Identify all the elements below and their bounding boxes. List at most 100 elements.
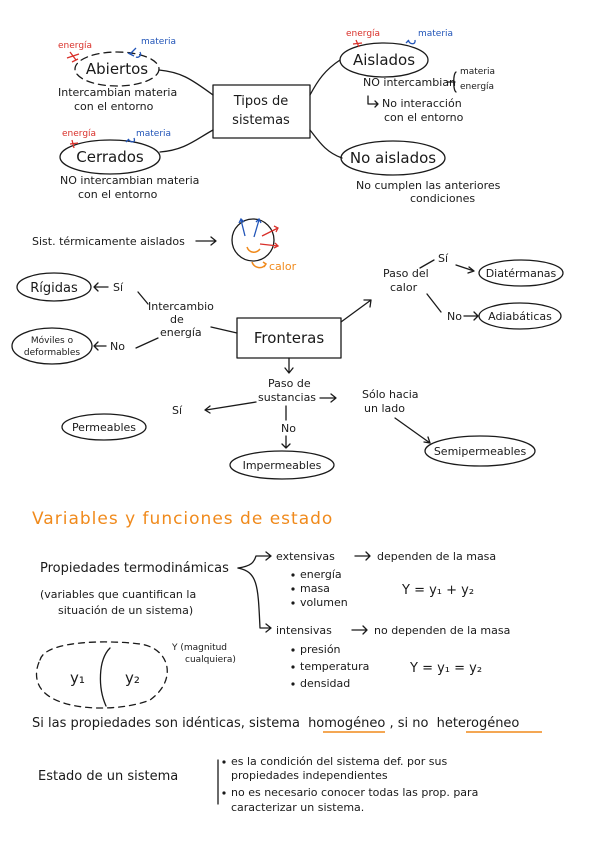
abiertos-energia-arrows-icon bbox=[66, 51, 80, 63]
heterogeneo-word: heterogéneo bbox=[437, 716, 520, 731]
bullet-estado-2 bbox=[222, 791, 226, 795]
connector-diatermanas bbox=[419, 259, 435, 269]
arrow-solo-hacia-icon bbox=[319, 393, 337, 403]
cerrados-materia: materia bbox=[136, 129, 171, 139]
ext-formula: Y = y₁ + y₂ bbox=[401, 583, 474, 598]
connector-intercambio bbox=[210, 326, 238, 334]
variables-title: Variables y funciones de estado bbox=[32, 509, 333, 529]
connector-abiertos bbox=[158, 69, 214, 96]
si-permeables: Sí bbox=[172, 404, 183, 417]
arrow-rigidas-icon bbox=[93, 282, 109, 292]
tipos-label-1: Tipos de bbox=[233, 94, 289, 109]
system-divider bbox=[99, 647, 111, 707]
bullet-densidad bbox=[291, 682, 295, 686]
abiertos-desc-2: con el entorno bbox=[74, 100, 154, 113]
tipos-label-2: sistemas bbox=[232, 113, 290, 128]
arrow-permeables-icon bbox=[204, 401, 257, 414]
aislados-desc2-2: con el entorno bbox=[384, 111, 464, 124]
abiertos-materia-arrows-icon bbox=[127, 47, 142, 58]
connector-aislados bbox=[309, 59, 341, 96]
aislados-energia-arrows-icon bbox=[352, 39, 363, 48]
aislados-materia-arrow-icon bbox=[405, 39, 416, 45]
cerrados-materia-arrow-icon bbox=[125, 137, 136, 143]
arrow-moviles-icon bbox=[93, 341, 107, 351]
connector-cerrados bbox=[159, 129, 214, 153]
intercambio-3: energía bbox=[160, 326, 202, 339]
homogeneo-word: homogéneo bbox=[308, 716, 385, 731]
abiertos-desc-1: Intercambian materia bbox=[58, 86, 177, 99]
cerrados-energia-arrows-icon bbox=[69, 139, 79, 149]
permeables-label: Permeables bbox=[72, 421, 136, 434]
semipermeables-ellipse bbox=[424, 435, 536, 467]
impermeables-ellipse bbox=[229, 450, 335, 480]
ext-item-masa: masa bbox=[300, 582, 330, 595]
arrow-diatermanas-icon bbox=[455, 264, 475, 274]
connector-adiabaticas bbox=[426, 293, 442, 313]
y-mag-1: Y (magnitud bbox=[171, 643, 227, 653]
solo-hacia-1: Sólo hacia bbox=[362, 388, 419, 401]
si-rigidas: Sí bbox=[113, 281, 124, 294]
arrow-paso-calor-icon bbox=[340, 299, 372, 323]
int-item-densidad: densidad bbox=[300, 677, 350, 690]
diatermanas-label: Diatérmanas bbox=[486, 267, 557, 280]
paso-sust-2: sustancias bbox=[258, 391, 316, 404]
homog-line: Si las propiedades son idénticas, sistem… bbox=[32, 716, 519, 731]
no-moviles: No bbox=[110, 340, 125, 353]
paso-calor-2: calor bbox=[390, 281, 418, 294]
bullet-energia bbox=[291, 573, 295, 577]
moviles-label-1: Móviles o bbox=[31, 335, 74, 346]
homog-mid: , si no bbox=[389, 716, 428, 731]
fronteras-label: Fronteras bbox=[254, 329, 325, 347]
int-item-presion: presión bbox=[300, 643, 341, 656]
bullet-masa bbox=[291, 587, 295, 591]
paren-2: situación de un sistema) bbox=[58, 604, 193, 617]
solo-hacia-2: un lado bbox=[364, 402, 405, 415]
termico-arrow-icon bbox=[195, 236, 217, 246]
variables-section: Variables y funciones de estado Propieda… bbox=[32, 509, 542, 814]
no-impermeables: No bbox=[281, 422, 296, 435]
semipermeables-label: Semipermeables bbox=[434, 445, 527, 458]
aislados-label: Aislados bbox=[353, 51, 415, 69]
bullet-estado-1 bbox=[222, 760, 226, 764]
tipos-box bbox=[212, 84, 311, 139]
bracket-extensivas-icon bbox=[237, 551, 272, 569]
rigidas-label: Rígidas bbox=[30, 281, 78, 296]
tipos-sistemas-section: Tipos de sistemas Abiertos energía mater… bbox=[58, 29, 501, 205]
no-aislados-desc-2: condiciones bbox=[410, 192, 475, 205]
ext-item-volumen: volumen bbox=[300, 596, 348, 609]
aislados-bracket bbox=[446, 71, 457, 93]
intercambio-2: de bbox=[170, 313, 184, 326]
rigidas-ellipse bbox=[16, 272, 92, 302]
estado-label: Estado de un sistema bbox=[38, 769, 178, 784]
paso-sust-1: Paso de bbox=[268, 377, 311, 390]
bracket-intensivas-icon bbox=[237, 567, 272, 633]
aislados-ellipse bbox=[339, 42, 429, 78]
y2-label: y₂ bbox=[125, 669, 140, 687]
bullet-volumen bbox=[291, 601, 295, 605]
permeables-ellipse bbox=[61, 413, 147, 441]
homog-prefix: Si las propiedades son idénticas, sistem… bbox=[32, 716, 300, 731]
estado-item-2: propiedades independientes bbox=[231, 769, 388, 782]
cerrados-ellipse bbox=[59, 139, 161, 175]
intensivas-label: intensivas bbox=[276, 624, 332, 637]
calor-label: calor bbox=[269, 260, 297, 273]
impermeables-label: Impermeables bbox=[243, 459, 322, 472]
aislados-materia: materia bbox=[418, 29, 453, 39]
aislados-desc2-1: No interacción bbox=[382, 97, 462, 110]
bullet-presion bbox=[291, 648, 295, 652]
cerrados-desc-2: con el entorno bbox=[78, 188, 158, 201]
aislados-bracket-2: energía bbox=[460, 82, 494, 92]
termico-label: Sist. térmicamente aislados bbox=[32, 235, 185, 248]
arrow-adiabaticas-icon bbox=[463, 311, 479, 321]
bullet-temperatura bbox=[291, 665, 295, 669]
estado-item-4: caracterizar un sistema. bbox=[231, 801, 364, 814]
aislados-energia: energía bbox=[346, 29, 380, 39]
arrow-intensivas-icon bbox=[351, 625, 368, 635]
fronteras-section: Sist. térmicamente aislados calor Fronte… bbox=[11, 217, 564, 480]
arrow-impermeables-icon bbox=[281, 435, 291, 449]
moviles-ellipse bbox=[11, 327, 93, 365]
y-mag-2: cualquiera) bbox=[185, 655, 236, 665]
intercambio-1: Intercambio bbox=[148, 300, 214, 313]
connector-moviles bbox=[135, 337, 159, 349]
